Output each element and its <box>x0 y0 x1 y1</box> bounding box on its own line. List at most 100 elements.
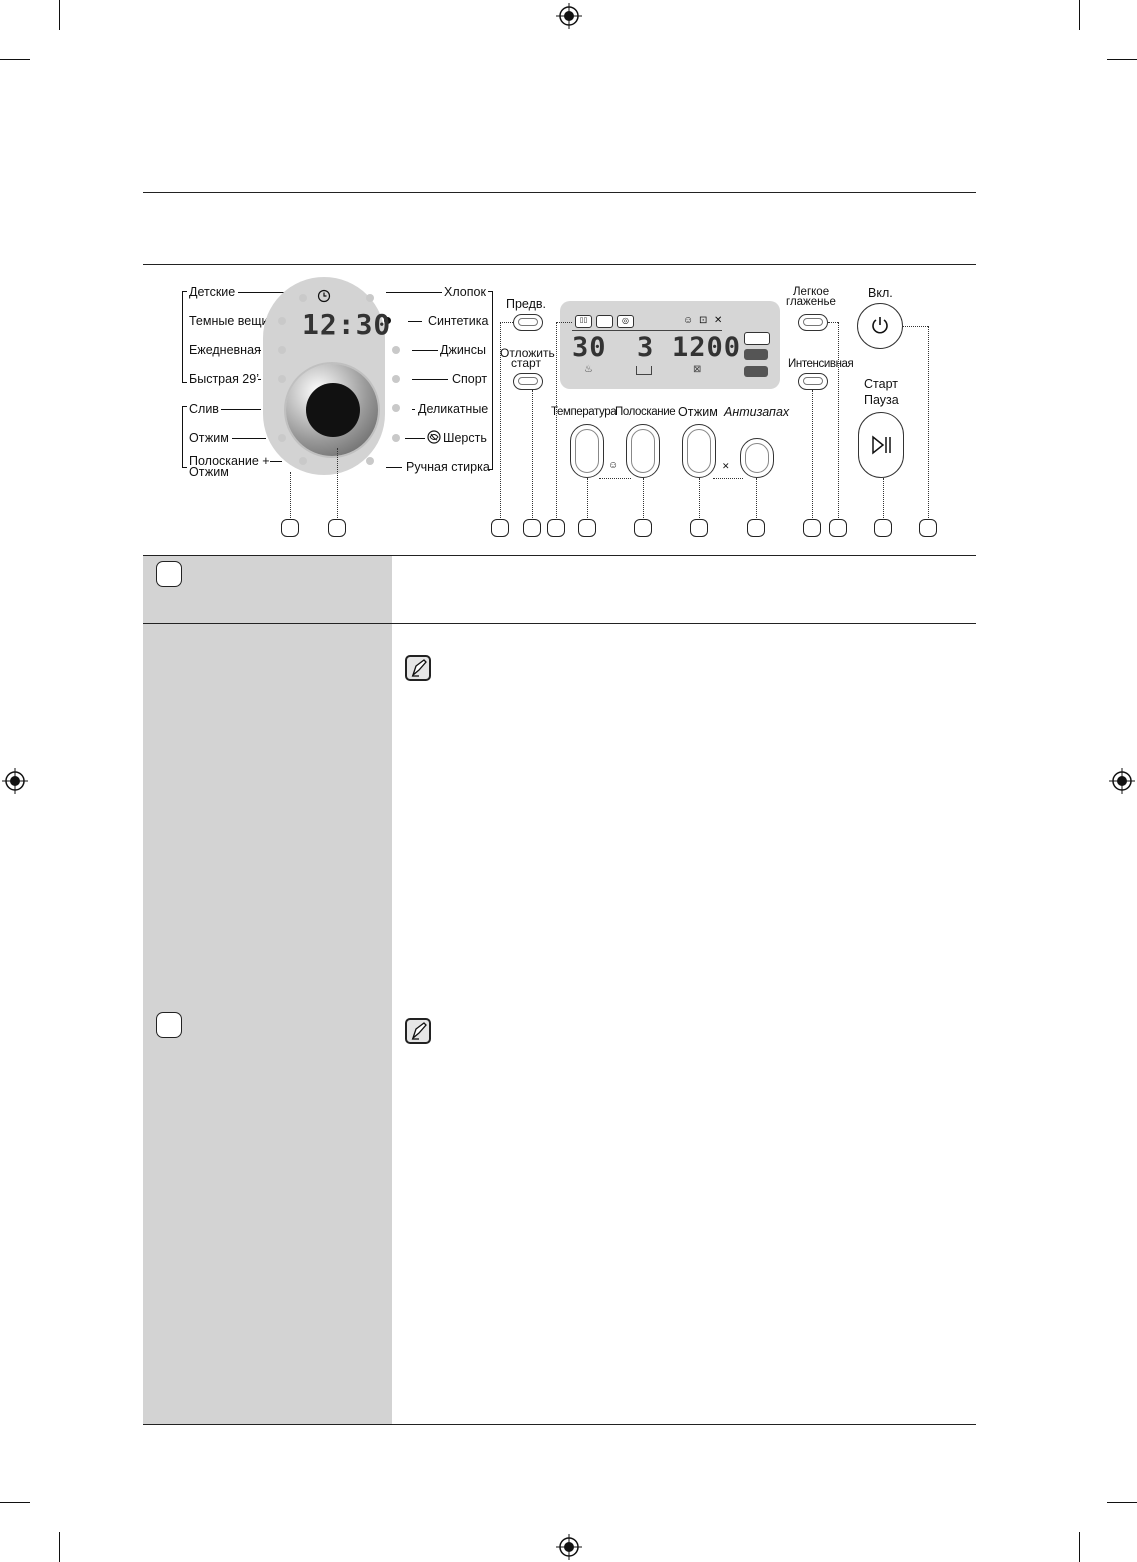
clock-display: 12:30 <box>302 308 392 341</box>
callout-leader <box>838 322 839 518</box>
prewash-button[interactable] <box>513 314 543 331</box>
start-pause-label: Пауза <box>864 393 899 407</box>
power-icon <box>872 317 888 334</box>
note-icon <box>405 1018 431 1044</box>
soil-level-icon <box>744 332 770 345</box>
callout-leader <box>337 448 338 518</box>
control-panel-diagram: Детские Темные вещи Ежедневная Быстрая 2… <box>0 0 1137 560</box>
spin-label: Отжим <box>678 405 718 419</box>
easy-iron-label: Легкое <box>793 286 830 298</box>
rinse-label: Полоскание <box>615 406 676 418</box>
program-led <box>278 346 286 354</box>
crop-mark <box>0 1502 30 1503</box>
program-led <box>366 294 374 302</box>
program-led <box>392 375 400 383</box>
program-label: Темные вещи <box>189 314 269 328</box>
leader-line <box>405 438 425 439</box>
leader-line <box>386 467 402 468</box>
table-rule <box>143 623 976 624</box>
delay-start-button[interactable] <box>513 373 543 390</box>
table-label-cell <box>143 556 392 623</box>
easy-iron-button[interactable] <box>798 314 828 331</box>
program-label: Детские <box>189 285 236 299</box>
callout-box <box>690 519 708 537</box>
easy-iron-label: глаженье <box>786 296 836 308</box>
callout-box <box>829 519 847 537</box>
program-label: Синтетика <box>428 314 489 328</box>
callout-box <box>874 519 892 537</box>
temperature-label: Температура <box>551 406 617 418</box>
program-label: Джинсы <box>440 343 486 357</box>
callout-leader <box>812 390 813 518</box>
door-lock-icon: ⊡ <box>699 315 708 326</box>
lcd-divider <box>572 330 722 331</box>
program-led <box>392 434 400 442</box>
intensive-label: Интенсивная <box>788 358 854 370</box>
registration-mark-icon <box>556 1534 582 1560</box>
program-led <box>278 375 286 383</box>
power-button[interactable] <box>857 303 903 349</box>
start-pause-label: Старт <box>864 377 898 391</box>
program-led <box>392 346 400 354</box>
rinse-button[interactable] <box>626 424 660 478</box>
program-led <box>392 404 400 412</box>
callout-leader <box>928 326 929 518</box>
leader-line <box>408 321 422 322</box>
callout-leader <box>883 478 884 518</box>
callout-leader <box>587 478 588 518</box>
spin-button[interactable] <box>682 424 716 478</box>
registration-mark-icon <box>1109 768 1135 794</box>
program-led <box>278 317 286 325</box>
selected-indicator <box>384 317 391 324</box>
crop-mark <box>1079 0 1080 30</box>
soil-level-icon <box>744 366 768 377</box>
anti-odor-label: Антизапах <box>724 405 790 419</box>
rinse-icon <box>636 366 652 375</box>
power-label: Вкл. <box>868 286 893 300</box>
child-lock-icon: ☺ <box>608 460 619 471</box>
crop-mark <box>59 1532 60 1562</box>
start-pause-button[interactable] <box>858 412 904 478</box>
registration-mark-icon <box>556 3 582 29</box>
intensive-button[interactable] <box>798 373 828 390</box>
program-dial-center[interactable] <box>306 383 360 437</box>
program-led <box>299 294 307 302</box>
bracket <box>488 291 493 470</box>
temperature-button[interactable] <box>570 424 604 478</box>
pair-connector <box>599 478 631 479</box>
callout-leader <box>556 322 557 518</box>
program-led <box>299 457 307 465</box>
leader-line <box>412 379 448 380</box>
table-rule <box>143 1424 976 1425</box>
leader-line <box>258 379 261 380</box>
callout-leader <box>532 390 533 518</box>
leader-line <box>270 461 282 462</box>
play-pause-icon <box>872 435 891 455</box>
spin-icon: ⊠ <box>693 364 702 375</box>
child-lock-icon: ☺ <box>683 315 694 326</box>
crop-mark <box>59 0 60 30</box>
program-led <box>278 434 286 442</box>
wash-indicator-icon <box>596 315 613 328</box>
crop-mark <box>1079 1532 1080 1562</box>
leader-line <box>238 292 288 293</box>
registration-mark-icon <box>2 768 28 794</box>
header-rule <box>143 192 976 193</box>
item-number-box <box>156 1012 182 1038</box>
lcd-spin: 1200 <box>672 332 742 363</box>
callout-box <box>523 519 541 537</box>
callout-box <box>328 519 346 537</box>
note-icon <box>405 655 431 681</box>
header-rule <box>143 264 976 265</box>
program-led <box>366 457 374 465</box>
callout-box <box>634 519 652 537</box>
callout-leader <box>643 478 644 518</box>
sound-off-icon: ✕ <box>714 315 723 326</box>
leader-line <box>232 438 266 439</box>
callout-box <box>547 519 565 537</box>
anti-odor-button[interactable] <box>740 438 774 478</box>
pair-connector <box>713 478 743 479</box>
crop-mark <box>1107 1502 1137 1503</box>
program-label: Хлопок <box>444 285 486 299</box>
callout-leader <box>556 322 572 323</box>
